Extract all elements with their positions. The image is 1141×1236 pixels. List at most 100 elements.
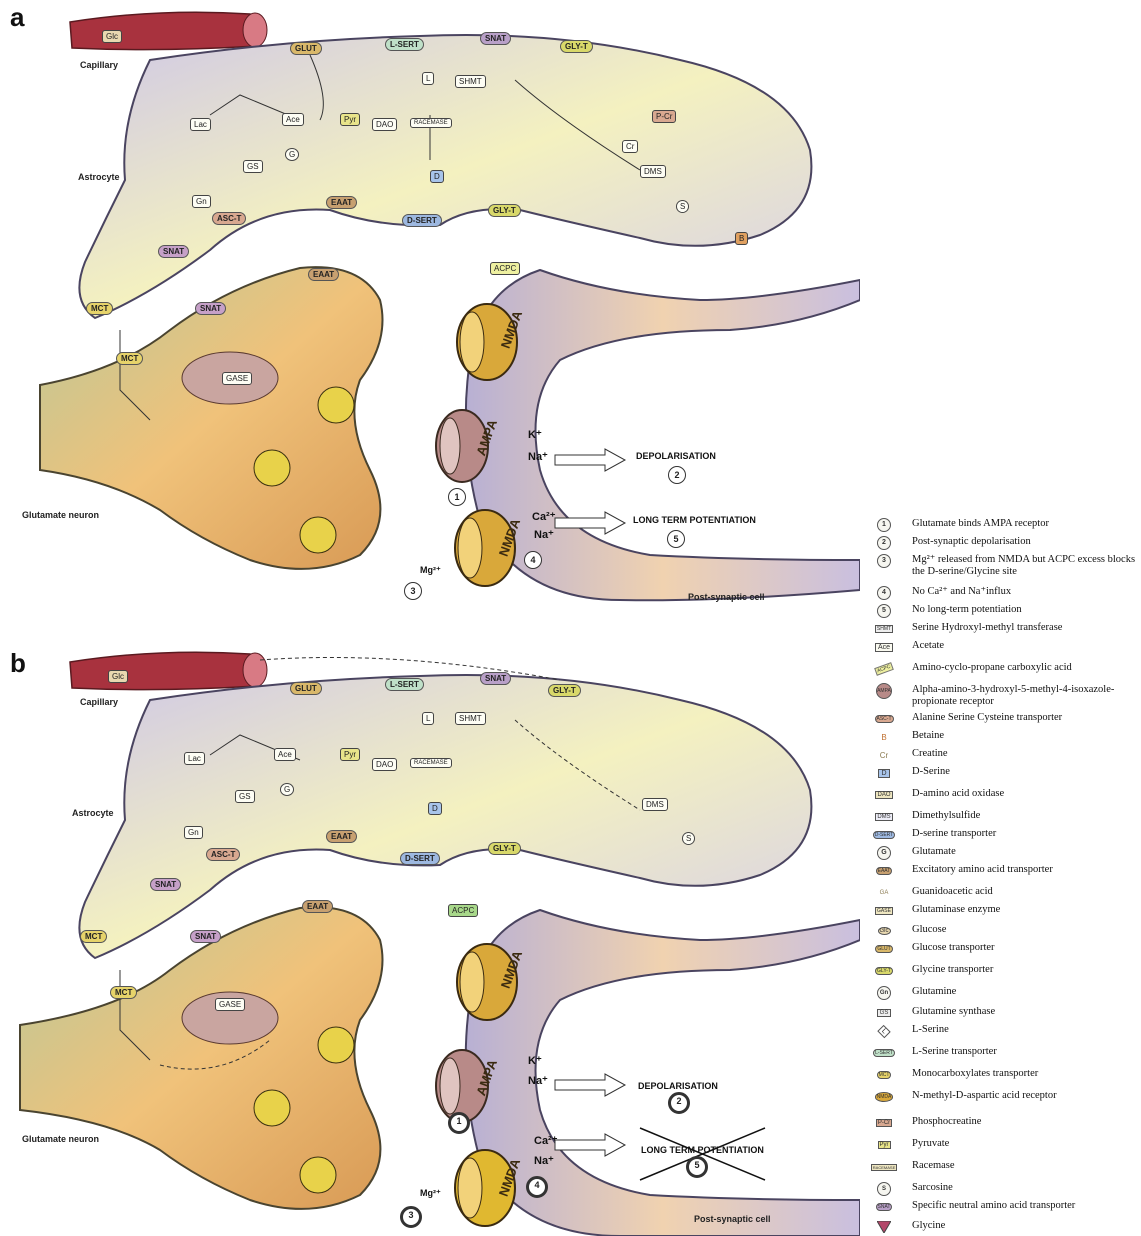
snat-icon: SNAT <box>872 1200 896 1214</box>
mct-icon: MCT <box>872 1068 896 1082</box>
label-astrocyte: Astrocyte <box>78 172 120 182</box>
d-serine-icon: D <box>872 766 896 780</box>
transporter-l-sert: L-SERT <box>385 678 424 691</box>
postsynaptic-body <box>466 910 860 1236</box>
legend-item: SSarcosine <box>872 1182 1137 1196</box>
metabolite-l-serine: L <box>422 712 434 725</box>
capillary-vessel <box>70 12 258 49</box>
transporter-eaat: EAAT <box>326 196 357 209</box>
glycine-triangle-icon <box>872 1220 896 1234</box>
legend-item: GnGlutamine <box>872 986 1137 1000</box>
creatine-icon: Cr <box>872 748 896 762</box>
label-astrocyte: Astrocyte <box>72 808 114 818</box>
metabolite-gn: Gn <box>192 195 211 208</box>
enzyme-shmt: SHMT <box>455 712 486 725</box>
panel-a: a <box>0 0 860 620</box>
metabolite-glc: Glc <box>102 30 122 43</box>
arrow-depolarisation <box>555 449 625 471</box>
label-neuron: Glutamate neuron <box>22 510 99 520</box>
glut-icon: GLUT <box>872 942 896 956</box>
transporter-snat: SNAT <box>480 672 511 685</box>
transporter-asc-t: ASC-T <box>206 848 240 861</box>
enzyme-racemase: RACEMASE <box>410 758 452 768</box>
enzyme-gs: GS <box>235 790 255 803</box>
enzyme-dao: DAO <box>372 118 397 131</box>
transporter-snat-astro: SNAT <box>150 878 181 891</box>
transporter-asc-t: ASC-T <box>212 212 246 225</box>
step-4: 4 <box>524 551 542 569</box>
legend-item: GLY-TGlycine transporter <box>872 964 1137 978</box>
metabolite-lac: Lac <box>184 752 205 765</box>
step-5-icon: 5 <box>872 604 896 618</box>
ion-na: Na⁺ <box>528 450 548 463</box>
metabolite-lac: Lac <box>190 118 211 131</box>
gs-icon: GS <box>872 1006 896 1020</box>
enzyme-gase: GASE <box>222 372 252 385</box>
transporter-mct-neuron: MCT <box>116 352 143 365</box>
legend-item: 4No Ca²⁺ and Na⁺influx <box>872 586 1137 600</box>
sarcosine-icon: S <box>872 1182 896 1196</box>
legend-item: SNATSpecific neutral amino acid transpor… <box>872 1200 1137 1214</box>
metabolite-dms: DMS <box>642 798 668 811</box>
pyruvate-icon: Pyr <box>872 1138 896 1152</box>
metabolite-d-serine: D <box>428 802 442 815</box>
vesicle <box>318 387 354 423</box>
outcome-ltp: LONG TERM POTENTIATION <box>633 515 756 525</box>
l-sert-icon: L-SERT <box>872 1046 896 1060</box>
glucose-icon: Glc <box>872 924 896 938</box>
transporter-mct-astro: MCT <box>86 302 113 315</box>
arrow-depolarisation <box>555 1074 625 1096</box>
legend-item: L-SERTL-Serine transporter <box>872 1046 1137 1060</box>
outcome-depolarisation: DEPOLARISATION <box>636 451 716 461</box>
ion-mg: Mg²⁺ <box>420 1188 441 1199</box>
enzyme-gase: GASE <box>215 998 245 1011</box>
label-capillary: Capillary <box>80 60 118 70</box>
legend-item: 5No long-term potentiation <box>872 604 1137 618</box>
metabolite-phosphocreatine: P-Cr <box>652 110 676 123</box>
ion-ca: Ca²⁺ <box>532 510 556 523</box>
metabolite-pyr: Pyr <box>340 748 360 761</box>
capillary-opening <box>243 13 267 47</box>
step-2: 2 <box>668 1092 690 1114</box>
step-4: 4 <box>526 1176 548 1198</box>
vesicle <box>254 450 290 486</box>
postsynaptic-body <box>466 270 860 600</box>
transporter-eaat-neuron: EAAT <box>302 900 333 913</box>
metabolite-pyr: Pyr <box>340 113 360 126</box>
label-capillary: Capillary <box>80 697 118 707</box>
transporter-gly-t: GLY-T <box>548 684 581 697</box>
vesicle <box>300 517 336 553</box>
step-4-icon: 4 <box>872 586 896 600</box>
glutaminase-icon: GASE <box>872 904 896 918</box>
nmda-icon: NMDA <box>872 1090 896 1104</box>
step-1: 1 <box>448 1112 470 1134</box>
astrocyte-body <box>79 675 811 958</box>
vesicle <box>318 1027 354 1063</box>
acpc-icon: ACPC <box>872 662 896 676</box>
metabolite-dms: DMS <box>640 165 666 178</box>
ion-mg: Mg²⁺ <box>420 565 441 576</box>
racemase-icon: RACEMASE <box>872 1160 896 1174</box>
vesicle <box>300 1157 336 1193</box>
metabolite-ace: Ace <box>282 113 304 126</box>
legend-item: Glycine <box>872 1220 1137 1234</box>
transporter-mct-astro: MCT <box>80 930 107 943</box>
panel-a-illustration <box>0 0 860 620</box>
outcome-ltp-crossed: LONG TERM POTENTIATION <box>641 1145 764 1155</box>
ion-na-nmda: Na⁺ <box>534 528 554 541</box>
metabolite-acpc: ACPC <box>490 262 520 275</box>
